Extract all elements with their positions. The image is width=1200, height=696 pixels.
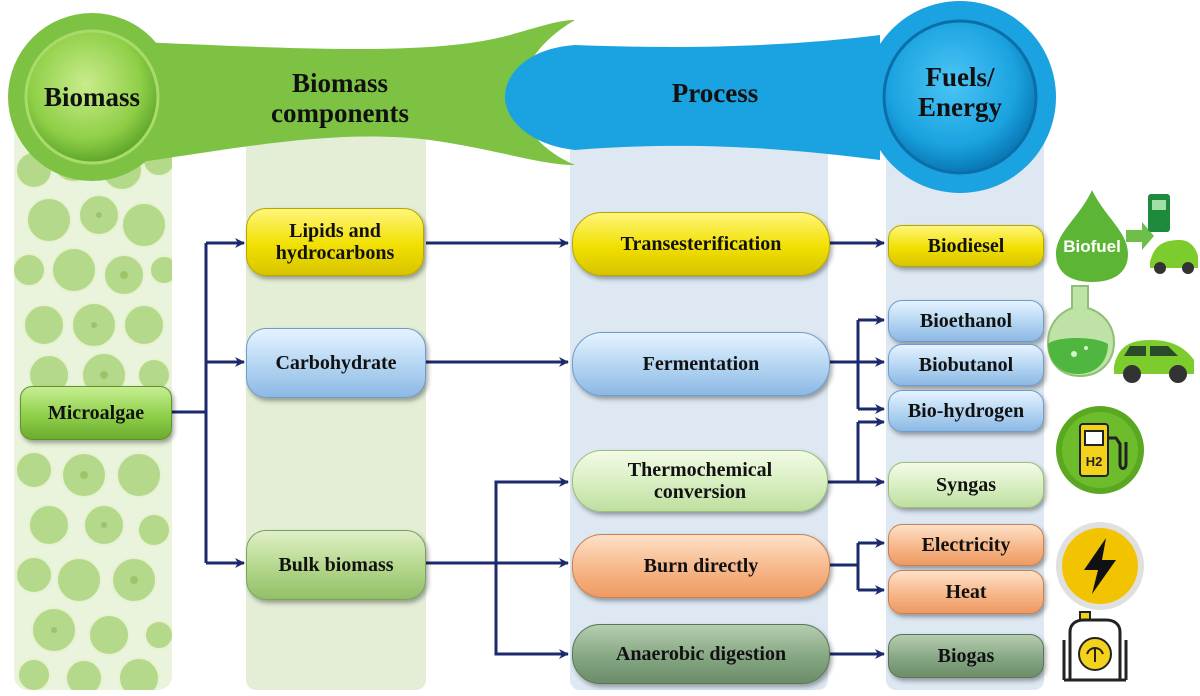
box-anaerobic-digestion: Anaerobic digestion [572, 624, 830, 684]
box-heat: Heat [888, 570, 1044, 614]
blue-band [505, 35, 880, 160]
box-bioethanol: Bioethanol [888, 300, 1044, 342]
box-biobutanol: Biobutanol [888, 344, 1044, 386]
box-thermochemical-conversion: Thermochemical conversion [572, 450, 828, 512]
box-transesterification: Transesterification [572, 212, 830, 276]
h2-label: H2 [1086, 454, 1103, 469]
biofuel-label: Biofuel [1063, 237, 1121, 256]
header-biomass: Biomass [43, 82, 141, 112]
header-fuels-energy: Fuels/ Energy [918, 62, 1002, 122]
flask-car-icon [1046, 285, 1194, 383]
green-band [80, 20, 575, 165]
fuels-circle [882, 19, 1038, 175]
header-biomass-components: Biomass components [270, 68, 409, 128]
box-microalgae: Microalgae [20, 386, 172, 440]
box-lipids-and-hydrocarbons: Lipids and hydrocarbons [246, 208, 424, 276]
biogas-digester-icon [1062, 611, 1128, 682]
box-carbohydrate: Carbohydrate [246, 328, 426, 398]
biofuel-drop-icon: Biofuel [1056, 190, 1198, 282]
box-burn-directly: Burn directly [572, 534, 830, 598]
box-syngas: Syngas [888, 462, 1044, 508]
header-process: Process [671, 78, 759, 108]
hydrogen-pump-icon: H2 [1056, 406, 1144, 494]
header-bands [8, 1, 1056, 193]
box-biogas: Biogas [888, 634, 1044, 678]
biomass-circle [24, 29, 160, 165]
box-biodiesel: Biodiesel [888, 225, 1044, 267]
lightning-icon [1056, 522, 1144, 610]
box-electricity: Electricity [888, 524, 1044, 566]
box-fermentation: Fermentation [572, 332, 830, 396]
box-bulk-biomass: Bulk biomass [246, 530, 426, 600]
box-bio-hydrogen: Bio-hydrogen [888, 390, 1044, 432]
